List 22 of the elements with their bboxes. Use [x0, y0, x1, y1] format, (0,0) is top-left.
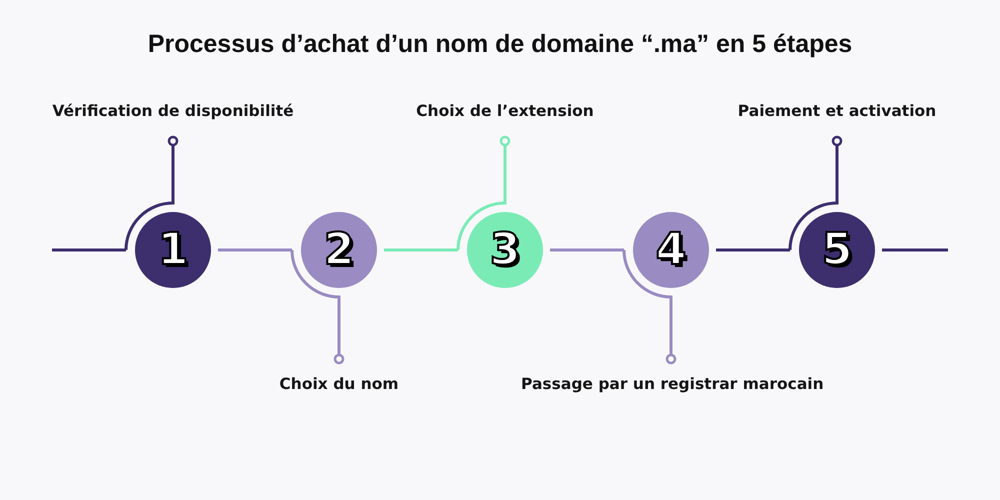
- connector-line: [52, 248, 126, 252]
- connector-line: [716, 248, 790, 252]
- step-number: 3: [490, 228, 520, 272]
- connector-line: [384, 248, 458, 252]
- step-label: Choix de l’extension: [355, 102, 655, 120]
- leader-line: [124, 136, 178, 250]
- step-label: Choix du nom: [189, 375, 489, 393]
- step-label: Passage par un registrar marocain: [521, 375, 821, 393]
- connector-line: [882, 248, 948, 252]
- leader-line: [622, 250, 676, 364]
- step-number: 1: [158, 228, 188, 272]
- leader-line: [290, 250, 344, 364]
- step-number: 2: [324, 228, 354, 272]
- title: Processus d’achat d’un nom de domaine “.ma” en 5 étapes: [146, 30, 854, 59]
- step-number: 5: [822, 228, 852, 272]
- connector-line: [218, 248, 292, 252]
- step-label: Vérification de disponibilité: [23, 102, 323, 120]
- leader-line: [788, 136, 842, 250]
- connector-line: [550, 248, 624, 252]
- step-number: 4: [656, 228, 686, 272]
- leader-line: [456, 136, 510, 250]
- step-label: Paiement et activation: [687, 102, 987, 120]
